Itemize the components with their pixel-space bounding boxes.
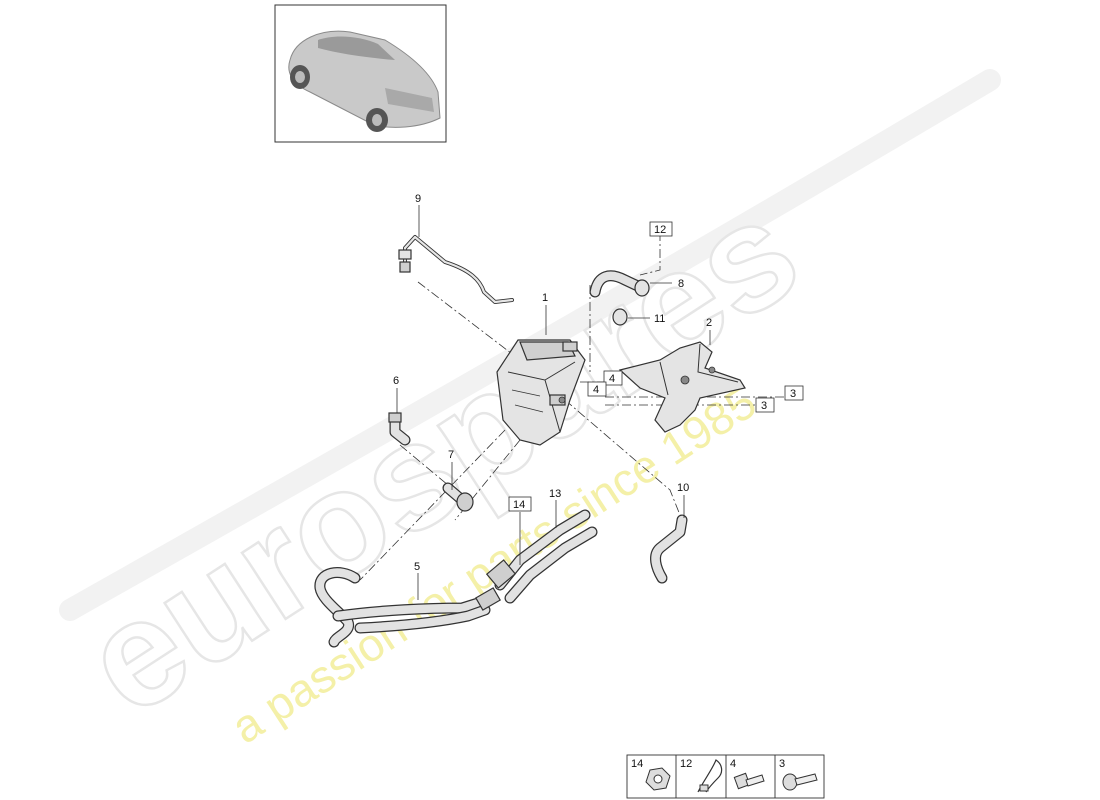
callout-8: 8 — [678, 278, 684, 290]
callout-5: 5 — [414, 561, 420, 573]
hardware-legend: 14 12 4 3 — [626, 754, 825, 799]
part-1-charcoal-canister — [496, 339, 586, 446]
callout-2: 2 — [706, 317, 712, 329]
leader-lines — [396, 205, 711, 600]
callout-13: 13 — [549, 488, 561, 500]
flange-bolt-icon — [782, 773, 818, 791]
vehicle-thumbnail — [274, 4, 447, 143]
part-11-plug — [612, 308, 628, 326]
suv-car-icon — [288, 30, 441, 132]
part-5-main-hose — [314, 567, 501, 648]
part-10-hose — [650, 514, 688, 584]
cable-tie-icon — [697, 759, 723, 793]
callout-10: 10 — [677, 482, 689, 494]
part-7-valve — [442, 482, 474, 512]
callout-9: 9 — [415, 193, 421, 205]
callout-3b: 3 — [761, 400, 767, 412]
callout-7: 7 — [448, 449, 454, 461]
watermark-brand: eurospares — [56, 165, 826, 746]
callout-4a: 4 — [609, 373, 615, 385]
part-2-bracket — [618, 341, 746, 433]
nut-icon — [645, 767, 671, 791]
callout-12: 12 — [654, 224, 666, 236]
callout-4b: 4 — [593, 384, 599, 396]
part-9-vent-line — [398, 235, 514, 304]
callouts: 9 12 8 1 11 2 6 4 4 3 3 7 10 13 14 5 — [393, 193, 804, 573]
part-8-purge-hose — [589, 270, 650, 298]
callout-6: 6 — [393, 375, 399, 387]
legend-number-3: 3 — [779, 758, 785, 770]
part-6-elbow-connector — [388, 412, 411, 446]
callout-11: 11 — [654, 313, 665, 325]
callout-14: 14 — [513, 499, 525, 511]
callout-3a: 3 — [790, 388, 796, 400]
part-13-twin-tubes — [485, 509, 598, 604]
legend-number-14: 14 — [631, 758, 643, 770]
bolt-icon — [733, 772, 765, 790]
legend-number-12: 12 — [680, 758, 692, 770]
legend-number-4: 4 — [730, 758, 736, 770]
callout-1: 1 — [542, 292, 548, 304]
